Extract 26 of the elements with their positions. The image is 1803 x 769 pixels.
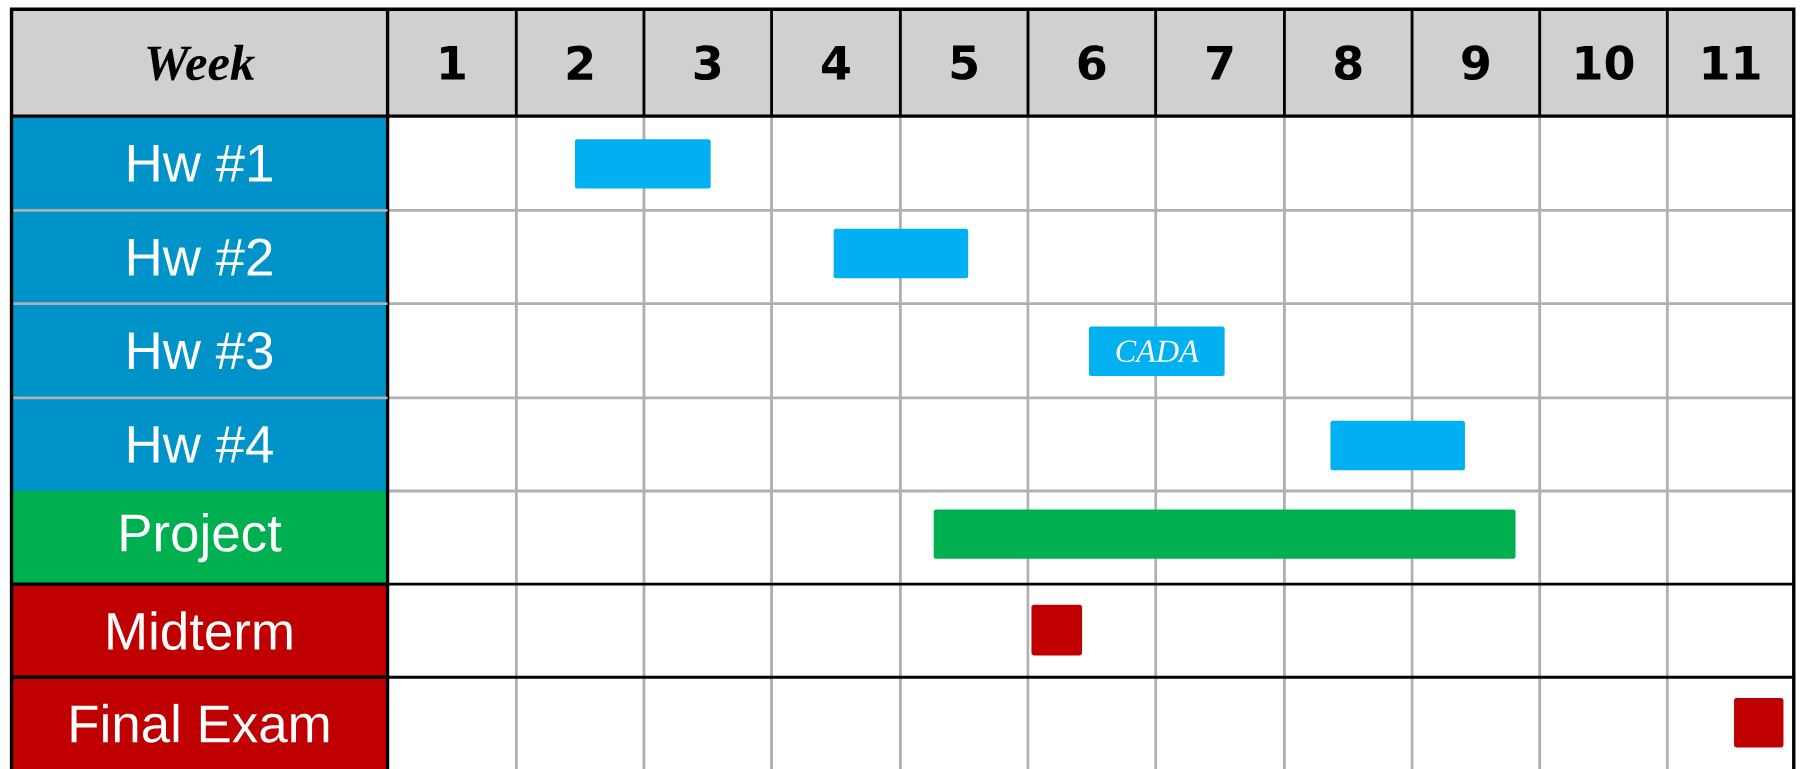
row-header: Hw #4 (11, 397, 388, 491)
row-header: Final Exam (11, 677, 388, 769)
column-header: 8 (1284, 9, 1413, 116)
column-header: 5 (900, 9, 1028, 116)
row-header: Project (11, 490, 388, 584)
task-bar (833, 228, 969, 279)
task-bar (1734, 697, 1784, 748)
column-header: 1 (387, 9, 517, 116)
task-bar (933, 509, 1516, 559)
row-header: Hw #3 (11, 303, 388, 398)
column-header: 11 (1667, 9, 1794, 116)
column-header: 2 (516, 9, 644, 116)
column-header: 6 (1028, 9, 1156, 116)
column-header: 4 (771, 9, 901, 116)
row-header: Hw #2 (11, 210, 388, 304)
task-bar (1330, 420, 1465, 471)
task-bar: CADA (1088, 326, 1225, 376)
column-header: 3 (643, 9, 772, 116)
row-header: Midterm (11, 584, 388, 678)
row-header: Hw #1 (11, 116, 388, 211)
task-bar (574, 139, 711, 189)
column-header: 10 (1539, 9, 1668, 116)
node-label: Hw #2 (128, 238, 272, 276)
column-header: 7 (1155, 9, 1285, 116)
task-bar (1031, 604, 1083, 656)
column-header: 9 (1412, 9, 1540, 116)
